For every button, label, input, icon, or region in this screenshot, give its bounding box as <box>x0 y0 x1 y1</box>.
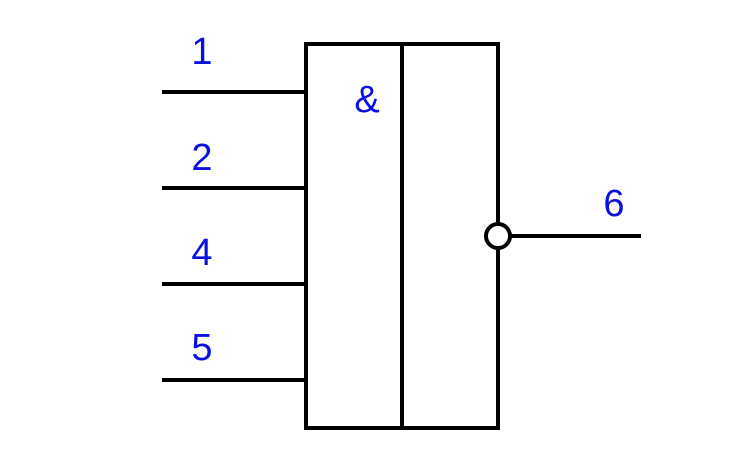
input-pin-label-1: 1 <box>191 31 212 73</box>
input-pin-label-4: 4 <box>191 232 212 274</box>
output-pin-label-6: 6 <box>603 183 624 225</box>
gate-function-symbol: & <box>354 79 379 121</box>
inversion-bubble <box>484 222 512 250</box>
input-pin-label-2: 2 <box>191 137 212 179</box>
input-pin-label-5: 5 <box>191 327 212 369</box>
